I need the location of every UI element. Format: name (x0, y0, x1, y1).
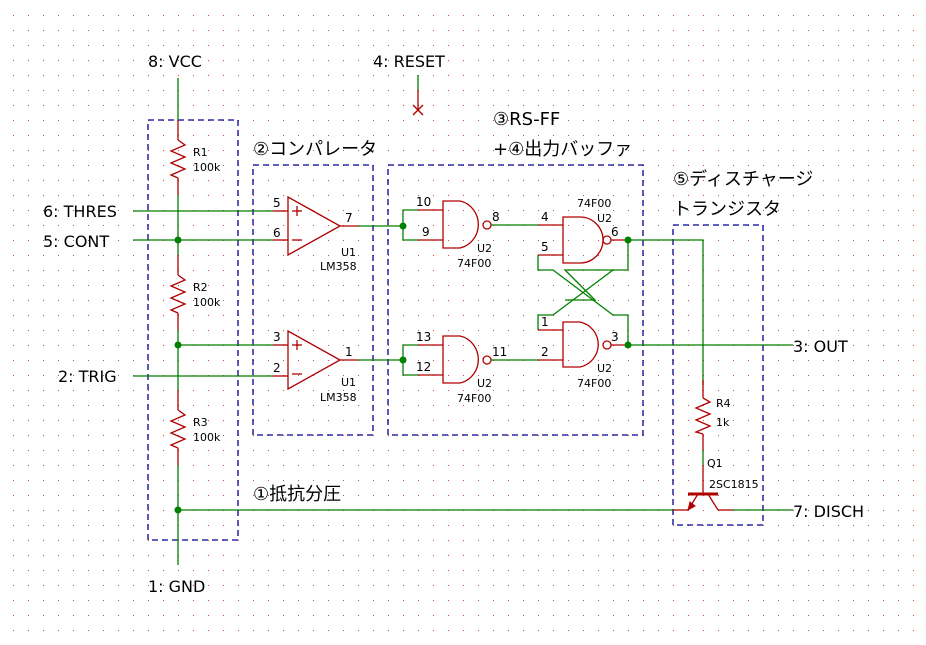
nand-gate-1[interactable]: 10 9 8 U2 74F00 (399, 195, 500, 270)
q-to-discharge-net[interactable] (628, 239, 704, 385)
opamp1-pin-out: 7 (345, 211, 353, 225)
gate4-ref: U2 (597, 362, 612, 375)
port-cont: 5: CONT (43, 232, 109, 251)
gate1-ref: U2 (477, 242, 492, 255)
gate4-pin-a: 1 (541, 315, 549, 329)
section-label-divider: ①抵抗分圧 (253, 484, 341, 505)
gate2-pin-out: 6 (611, 225, 619, 239)
divider-group-box (147, 119, 239, 541)
nand-gate-3[interactable]: 13 12 11 U2 74F00 (399, 330, 508, 405)
port-trig: 2: TRIG (58, 367, 117, 386)
gate2-pin-b: 5 (541, 240, 549, 254)
section-label-rsff-1: ③RS-FF (493, 109, 560, 130)
port-thres: 6: THRES (43, 202, 117, 221)
gate3-pin-b: 12 (416, 360, 431, 374)
r4-ref-label: R4 (716, 397, 731, 410)
r3-ref-label: R3 (193, 416, 208, 429)
junction-gnd (174, 506, 182, 514)
gate2-part: 74F00 (577, 197, 611, 210)
resistor-r3[interactable]: R3 100k (169, 390, 221, 465)
nand-gate-2[interactable]: 4 5 6 U2 74F00 (538, 197, 628, 264)
r3-value-label: 100k (193, 431, 221, 444)
gate3-ref: U2 (477, 377, 492, 390)
comparator-group-box (252, 164, 374, 436)
port-reset: 4: RESET (373, 52, 445, 71)
gate2-pin-a: 4 (541, 210, 549, 224)
opamp2-part: LM358 (320, 391, 357, 404)
junction-divider-low (174, 341, 182, 349)
q1-part: 2SC1815 (709, 478, 759, 491)
opamp1-pin-minus: 6 (273, 226, 281, 240)
section-label-discharge-1: ⑤ディスチャージ (673, 169, 813, 190)
opamp-u1a[interactable]: 5 6 7 U1 LM358 (273, 195, 358, 273)
gate1-part: 74F00 (457, 257, 491, 270)
opamp-u1b[interactable]: 3 2 1 U1 LM358 (273, 329, 358, 404)
port-vcc: 8: VCC (148, 52, 202, 71)
gate3-pin-out: 11 (492, 345, 507, 359)
r1-value-label: 100k (193, 161, 221, 174)
gate3-pin-a: 13 (416, 330, 431, 344)
gate3-part: 74F00 (457, 392, 491, 405)
r2-value-label: 100k (193, 296, 221, 309)
section-label-discharge-2: トランジスタ (673, 199, 781, 220)
port-out: 3: OUT (793, 337, 848, 356)
opamp2-ref: U1 (341, 376, 356, 389)
opamp2-pin-out: 1 (345, 345, 353, 359)
resistor-r1[interactable]: R1 100k (169, 120, 221, 195)
gate4-pin-b: 2 (541, 345, 549, 359)
rsff-cross-coupling[interactable] (537, 236, 632, 349)
q1-ref: Q1 (707, 457, 723, 470)
resistor-r4[interactable]: R4 1k (694, 380, 731, 450)
gate1-pin-a: 10 (416, 195, 431, 209)
nand-gate-4[interactable]: 1 2 3 U2 74F00 (538, 315, 628, 390)
port-gnd: 1: GND (148, 577, 205, 596)
gate2-ref: U2 (597, 212, 612, 225)
gate4-pin-out: 3 (611, 330, 619, 344)
r1-ref-label: R1 (193, 146, 208, 159)
opamp1-part: LM358 (320, 260, 357, 273)
gate1-pin-b: 9 (422, 225, 430, 239)
opamp2-pin-minus: 2 (273, 361, 281, 375)
junction-cont (174, 236, 182, 244)
opamp1-pin-plus: 5 (273, 196, 281, 210)
resistor-r2[interactable]: R2 100k (169, 255, 221, 330)
transistor-q1[interactable]: Q1 2SC1815 (673, 457, 759, 512)
gate4-part: 74F00 (577, 377, 611, 390)
port-disch: 7: DISCH (793, 502, 864, 521)
section-label-comparator: ②コンパレータ (253, 139, 377, 160)
gate1-pin-out: 8 (492, 210, 500, 224)
r4-value-label: 1k (716, 416, 730, 429)
reset-port[interactable] (412, 75, 424, 116)
opamp1-ref: U1 (341, 246, 356, 259)
section-label-rsff-2: +④出力バッファ (493, 139, 632, 160)
discharge-group-box (672, 224, 764, 526)
opamp2-pin-plus: 3 (273, 330, 281, 344)
rsff-group-box (387, 164, 644, 436)
r2-ref-label: R2 (193, 281, 208, 294)
